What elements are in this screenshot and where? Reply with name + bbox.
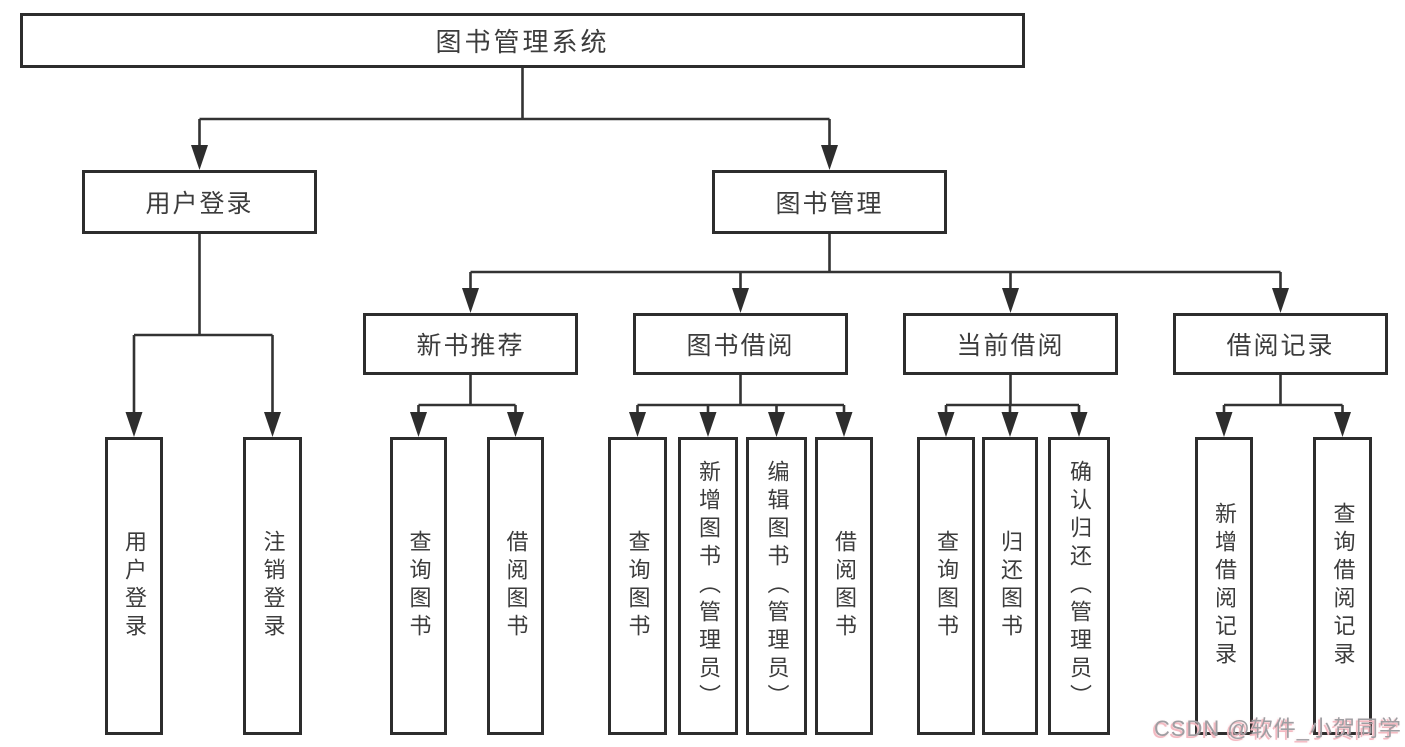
node-label: 图书管理 (775, 190, 884, 218)
leaf-confirm-return-admin: 确认归还（管理员） (1048, 437, 1110, 735)
leaf-return-books: 归还图书 (982, 437, 1038, 735)
node-label: 编辑图书（管理员） (764, 460, 790, 712)
leaf-query-books-current: 查询图书 (917, 437, 975, 735)
node-label: 确认归还（管理员） (1067, 460, 1092, 712)
leaf-user-login: 用户登录 (105, 437, 163, 735)
leaf-edit-books-admin: 编辑图书（管理员） (746, 437, 807, 735)
node-label: 新增图书（管理员） (696, 460, 721, 712)
node-label: 用户登录 (122, 530, 147, 642)
leaf-query-books-recommend: 查询图书 (390, 437, 447, 735)
node-current-borrowing: 当前借阅 (903, 313, 1118, 375)
leaf-logout-login: 注销登录 (243, 437, 302, 735)
node-label: 用户登录 (145, 190, 254, 218)
node-label: 归还图书 (998, 530, 1023, 642)
node-book-borrowing: 图书借阅 (633, 313, 848, 375)
leaf-add-borrow-record: 新增借阅记录 (1195, 437, 1253, 735)
node-book-management: 图书管理 (712, 170, 947, 234)
node-new-book-recommend: 新书推荐 (363, 313, 578, 375)
arrowheads (125, 145, 1351, 437)
node-label: 图书管理系统 (435, 27, 610, 57)
node-label: 查询图书 (406, 530, 432, 642)
node-label: 当前借阅 (956, 332, 1065, 360)
node-library-management-system: 图书管理系统 (20, 13, 1025, 68)
leaf-query-borrow-record: 查询借阅记录 (1313, 437, 1372, 735)
node-label: 查询图书 (625, 530, 651, 642)
leaf-add-books-admin: 新增图书（管理员） (678, 437, 738, 735)
node-label: 图书借阅 (686, 332, 795, 360)
node-label: 借阅图书 (503, 530, 529, 642)
leaf-borrow-books: 借阅图书 (815, 437, 873, 735)
node-label: 新书推荐 (416, 332, 525, 360)
node-label: 查询图书 (934, 530, 959, 642)
node-label: 注销登录 (260, 530, 286, 642)
node-label: 借阅图书 (832, 530, 857, 642)
leaf-query-books-borrowing: 查询图书 (608, 437, 667, 735)
node-borrow-records: 借阅记录 (1173, 313, 1388, 375)
csdn-watermark: CSDN @软件_小贺同学 (1153, 716, 1402, 741)
node-label: 新增借阅记录 (1212, 502, 1237, 670)
node-label: 查询借阅记录 (1330, 502, 1356, 670)
node-label: 借阅记录 (1226, 332, 1335, 360)
node-user-login: 用户登录 (82, 170, 317, 234)
leaf-borrow-books-recommend: 借阅图书 (487, 437, 544, 735)
